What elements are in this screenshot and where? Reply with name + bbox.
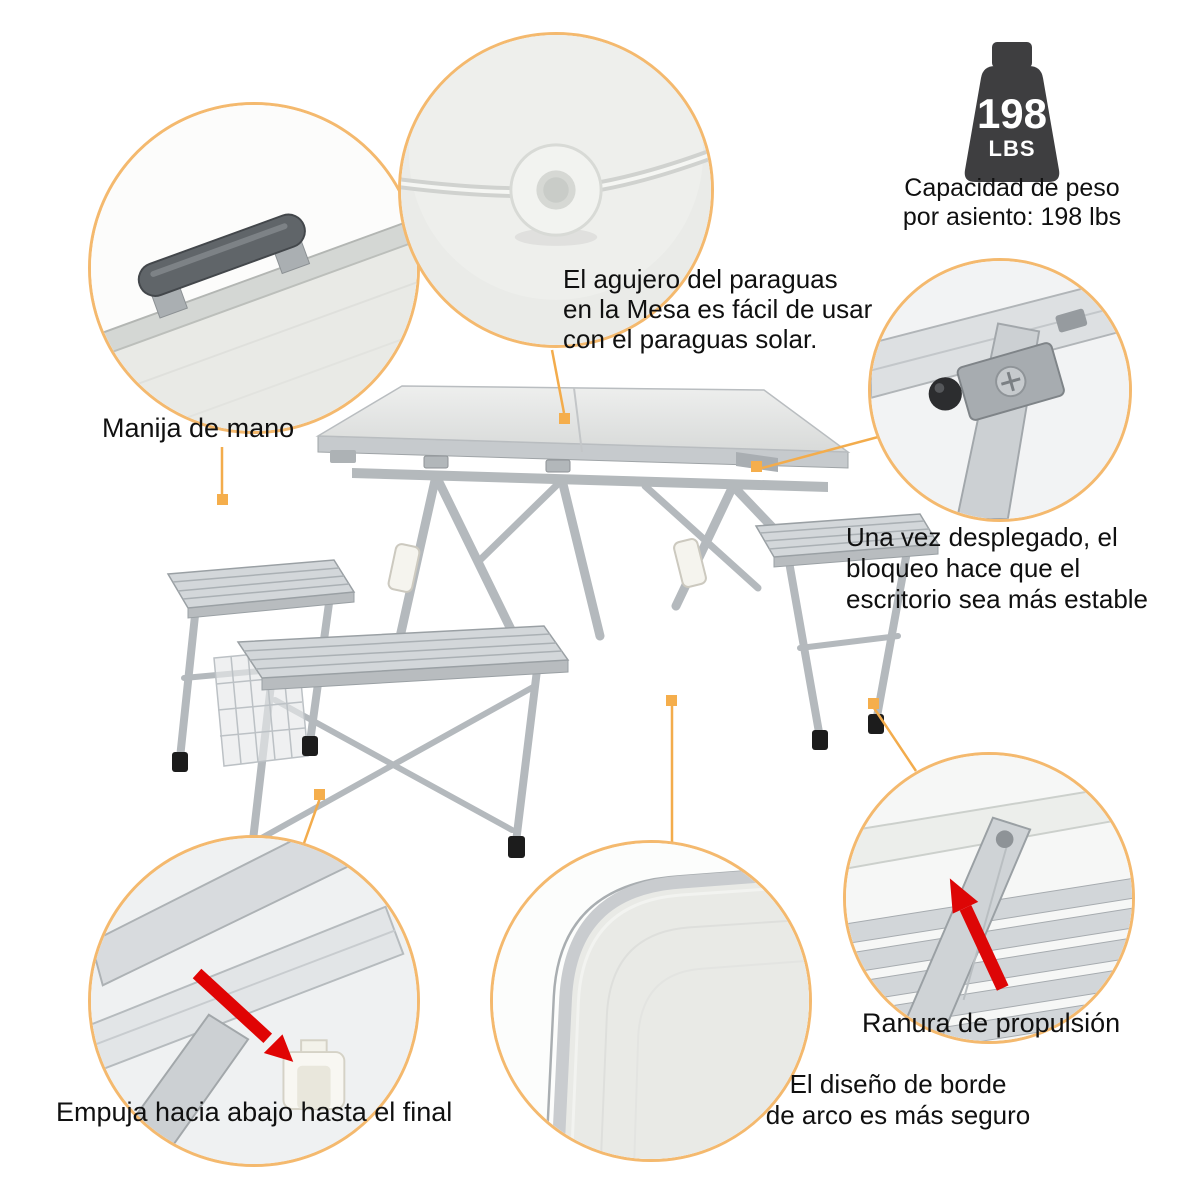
- callout-marker: [314, 789, 325, 800]
- caption-line: escritorio sea más estable: [846, 584, 1149, 614]
- weight-icon: [964, 42, 1060, 182]
- caption-line: Capacidad de peso: [904, 174, 1120, 202]
- rubber-roller: [928, 377, 962, 411]
- corner-bracket: [330, 450, 356, 463]
- callout-circle-handle: [88, 102, 420, 434]
- plastic-clamp: [282, 1039, 346, 1110]
- callout-circle-arc-edge: [490, 840, 812, 1162]
- callout-circle-umbrella-hole: [398, 32, 714, 348]
- case-latch: [423, 455, 449, 469]
- caption-line: Una vez desplegado, el: [846, 522, 1118, 552]
- callout-circle-lock: [868, 258, 1132, 522]
- red-arrow-down-icon: [192, 968, 294, 1062]
- caption-line: El diseño de borde: [789, 1069, 1007, 1099]
- plastic-connectors: [387, 538, 707, 593]
- push-down-caption: Empuja hacia abajo hasta el final: [56, 1097, 453, 1127]
- arc-edge-zoom-image: [493, 843, 809, 1159]
- table-legs: [393, 471, 801, 657]
- bench-seat-right: [754, 513, 940, 750]
- red-arrow-up-icon: [949, 878, 1009, 991]
- table-top: [315, 385, 851, 492]
- propulsion-slot-caption: Ranura de propulsión: [862, 1008, 1121, 1038]
- case-latch: [545, 459, 571, 473]
- caption-line: El agujero del paraguas: [563, 264, 838, 294]
- handle-caption: Manija de mano: [102, 413, 295, 443]
- weight-capacity-badge: 198 LBS: [945, 42, 1079, 192]
- caption-line: en la Mesa es fácil de usar: [563, 294, 873, 324]
- callout-marker: [868, 698, 879, 709]
- weight-value: 198: [976, 90, 1048, 137]
- arc-edge-caption: El diseño de borde de arco es más seguro: [762, 1069, 1034, 1131]
- callout-marker: [751, 461, 762, 472]
- lock-bracket: [956, 342, 1065, 421]
- push-down-zoom-image: [91, 838, 417, 1164]
- lock-caption: Una vez desplegado, el bloqueo hace que …: [846, 522, 1148, 615]
- callout-marker: [559, 413, 570, 424]
- propulsion-slot-zoom-image: [846, 755, 1132, 1041]
- umbrella-hole-zoom-image: [401, 35, 711, 345]
- callout-circle-push-down: [88, 835, 420, 1167]
- weight-caption: Capacidad de peso por asiento: 198 lbs: [872, 174, 1152, 232]
- lock-zoom-image: [871, 261, 1129, 519]
- callout-circle-propulsion-slot: [843, 752, 1135, 1044]
- callout-connectors: [217, 349, 918, 847]
- handle-zoom-image: [91, 105, 417, 431]
- caption-line: con el paraguas solar.: [563, 324, 818, 354]
- umbrella-hole-caption: El agujero del paraguas en la Mesa es fá…: [563, 264, 872, 354]
- caption-line: bloqueo hace que el: [846, 553, 1081, 583]
- callout-marker: [666, 695, 677, 706]
- table-seam: [573, 387, 583, 453]
- weight-unit: LBS: [988, 136, 1036, 161]
- callout-marker: [217, 494, 228, 505]
- caption-line: por asiento: 198 lbs: [902, 203, 1122, 231]
- bench-seat-front: [236, 625, 570, 882]
- caption-line: de arco es más seguro: [765, 1100, 1031, 1130]
- bench-seat-rear-left: [166, 559, 356, 772]
